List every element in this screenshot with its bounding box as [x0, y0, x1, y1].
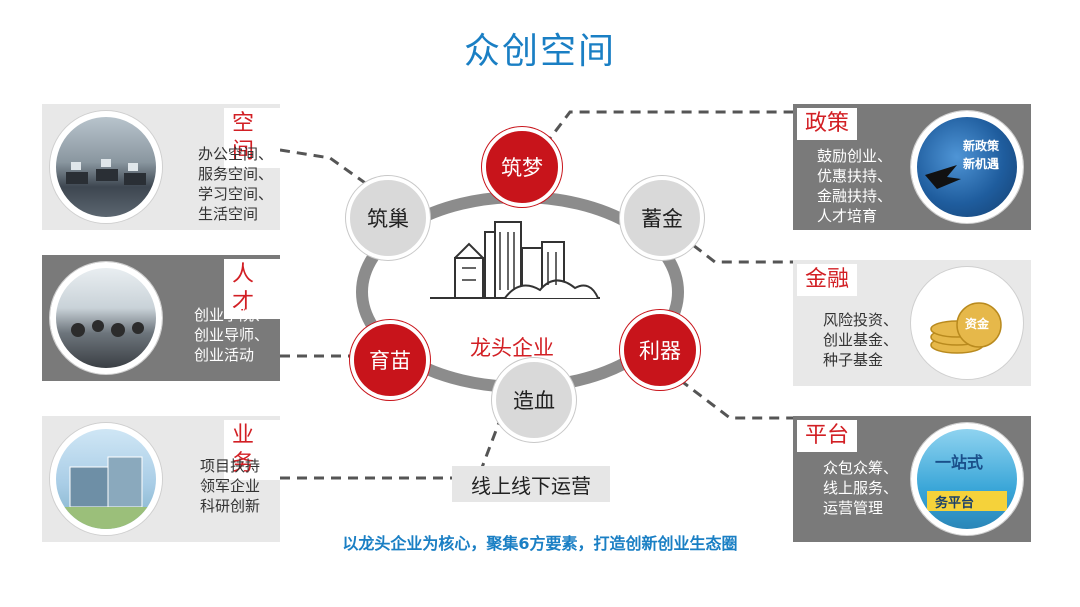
building-photo — [50, 423, 162, 535]
list-item: 金融扶持、 — [817, 187, 893, 205]
business-items: 项目扶持 领军企业 科研创新 — [200, 456, 260, 516]
center-label: 龙头企业 — [470, 336, 554, 360]
connector-policy — [543, 110, 793, 146]
panel-space: 空间 办公空间、 服务空间、 学习空间、 生活空间 — [42, 104, 280, 230]
list-item: 创业活动 — [194, 346, 255, 364]
list-item: 风险投资、 — [823, 311, 899, 329]
list-item: 项目扶持 — [200, 457, 261, 475]
tag-finance: 金融 — [797, 264, 858, 296]
page-title: 众创空间 — [463, 31, 616, 72]
connector-platform — [679, 378, 793, 420]
list-item: 学习空间、 — [198, 185, 274, 203]
node-zaoxue: 造血 — [492, 358, 576, 442]
footer-caption: 以龙头企业为核心，聚集6方要素，打造创新创业生态圈 — [342, 534, 738, 553]
tag-space: 空间 — [224, 108, 280, 168]
finance-items: 风险投资、 创业基金、 种子基金 — [823, 310, 898, 370]
city-skyline-icon — [430, 221, 600, 299]
policy-items: 鼓励创业、 优惠扶持、 金融扶持、 人才培育 — [817, 146, 892, 226]
list-item: 创业基金、 — [823, 331, 899, 349]
talent-items: 创业学院、 创业导师、 创业活动 — [194, 305, 269, 365]
panel-finance: 金融 风险投资、 创业基金、 种子基金 资金 — [793, 260, 1031, 386]
tag-platform: 平台 — [797, 420, 858, 452]
platform-image: 一站式 务平台 — [911, 423, 1023, 535]
space-items: 办公空间、 服务空间、 学习空间、 生活空间 — [198, 144, 273, 224]
list-item: 运营管理 — [823, 499, 884, 517]
node-yumiao: 育苗 — [350, 320, 430, 400]
tag-business: 业务 — [224, 420, 280, 480]
panel-platform: 平台 众包众筹、 线上服务、 运营管理 一站式 务平台 — [793, 416, 1031, 542]
panel-policy: 政策 鼓励创业、 优惠扶持、 金融扶持、 人才培育 新政策 新机遇 — [793, 104, 1031, 230]
panel-talent: 人才 创业学院、 创业导师、 创业活动 — [42, 255, 280, 381]
node-liqi: 利器 — [620, 310, 700, 390]
panel-business: 业务 项目扶持 领军企业 科研创新 — [42, 416, 280, 542]
connector-space — [279, 148, 369, 187]
node-zhuchao: 筑巢 — [346, 176, 430, 260]
node-zhumeng: 筑梦 — [482, 127, 562, 207]
connector-business — [280, 419, 502, 480]
list-item: 服务空间、 — [198, 165, 274, 183]
list-item: 种子基金 — [823, 351, 884, 369]
office-photo — [50, 111, 162, 223]
list-item: 众包众筹、 — [823, 459, 899, 477]
platform-items: 众包众筹、 线上服务、 运营管理 — [823, 458, 898, 518]
list-item: 人才培育 — [817, 207, 878, 225]
list-item: 鼓励创业、 — [817, 147, 893, 165]
ops-label: 线上线下运营 — [452, 466, 610, 502]
list-item: 科研创新 — [200, 497, 261, 515]
list-item: 创业导师、 — [194, 326, 270, 344]
tag-talent: 人才 — [224, 259, 280, 319]
list-item: 生活空间 — [198, 205, 259, 223]
tag-policy: 政策 — [797, 108, 858, 140]
list-item: 线上服务、 — [823, 479, 899, 497]
classroom-photo — [50, 262, 162, 374]
list-item: 优惠扶持、 — [817, 167, 893, 185]
list-item: 创业学院、 — [194, 306, 270, 324]
gold-coins-icon: 资金 — [911, 267, 1023, 379]
list-item: 办公空间、 — [198, 145, 274, 163]
list-item: 领军企业 — [200, 477, 261, 495]
node-xujin: 蓄金 — [620, 176, 704, 260]
new-policy-image: 新政策 新机遇 — [911, 111, 1023, 223]
